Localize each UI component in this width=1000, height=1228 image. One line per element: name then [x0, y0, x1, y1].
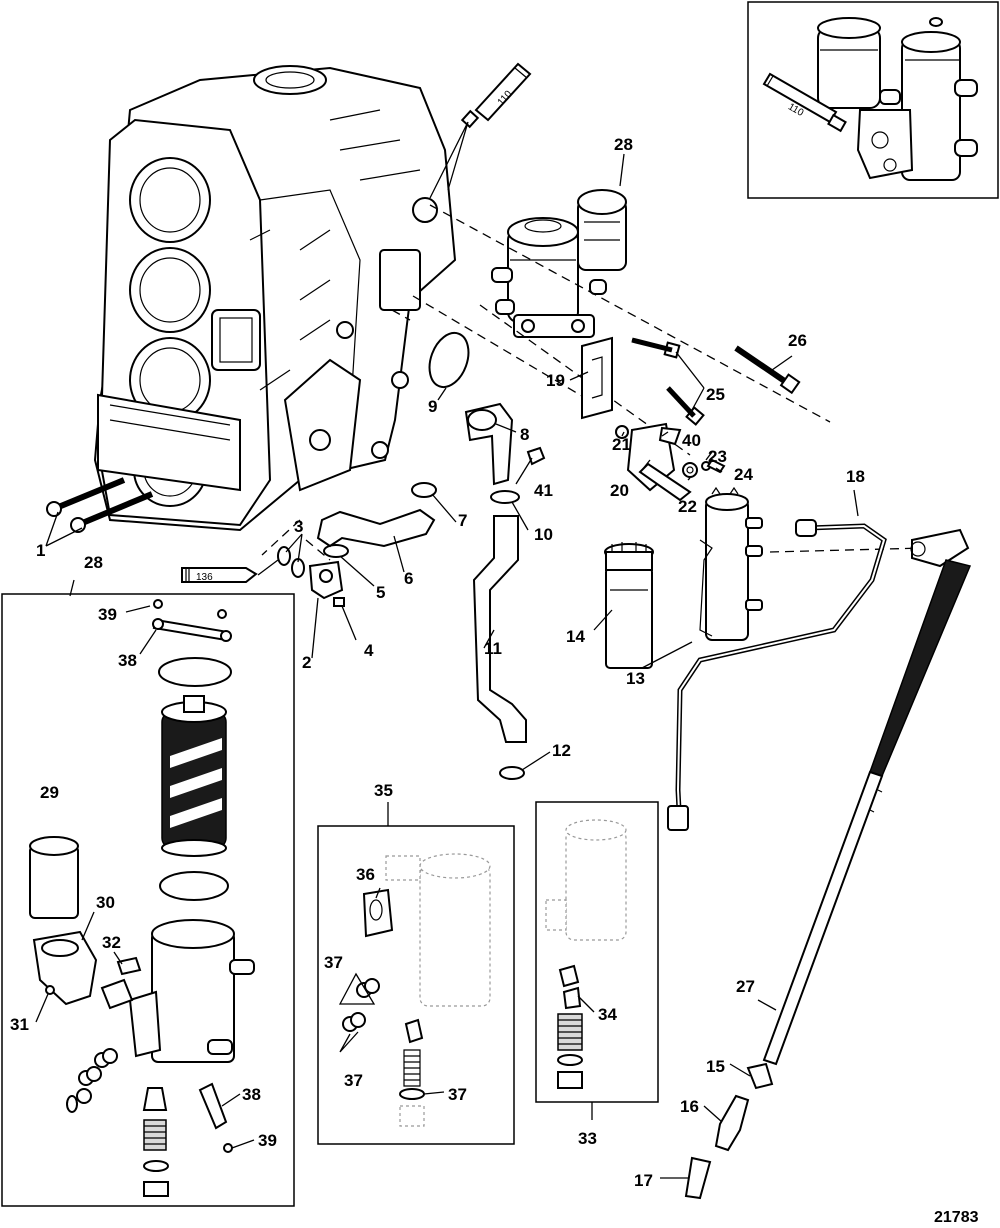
callout-31: 31 [10, 1015, 29, 1034]
filter-housing-13 [699, 486, 763, 641]
callout-21: 21 [612, 435, 631, 454]
filter-element-14 [604, 542, 654, 669]
service-kit-35 [338, 853, 491, 1127]
fittings-15-16-17 [684, 1062, 774, 1200]
callout-10: 10 [534, 525, 553, 544]
callout-36: 36 [356, 865, 375, 884]
callout-38-bottom: 38 [242, 1085, 261, 1104]
callout-18: 18 [846, 467, 865, 486]
callout-40: 40 [682, 431, 701, 450]
callout-6: 6 [404, 569, 413, 588]
bolts-25 [631, 337, 705, 426]
callout-39-top: 39 [98, 605, 117, 624]
callout-12: 12 [552, 741, 571, 760]
callout-28-top: 28 [614, 135, 633, 154]
callout-38-top: 38 [118, 651, 137, 670]
callout-33: 33 [578, 1129, 597, 1148]
inset-filter-detail: 110 [747, 1, 999, 199]
bolts-1 [46, 477, 154, 533]
elbow-fitting-8 [428, 331, 546, 486]
fuel-line-18 [667, 519, 887, 831]
fitting-2 [277, 546, 345, 607]
bracket-19 [581, 336, 613, 420]
callout-37-right: 37 [448, 1085, 467, 1104]
callout-26: 26 [788, 331, 807, 350]
callout-34: 34 [598, 1005, 617, 1024]
callout-13: 13 [626, 669, 645, 688]
bolt-26 [734, 345, 801, 395]
service-kit-box-33 [535, 801, 659, 1103]
callout-41: 41 [534, 481, 553, 500]
tube-label-136: 136 [196, 572, 213, 583]
callout-17: 17 [634, 1171, 653, 1190]
callout-3: 3 [294, 517, 303, 536]
fuel-filter-assembly-28 [491, 189, 627, 338]
callout-23: 23 [708, 447, 727, 466]
callout-11: 11 [484, 639, 502, 658]
callout-4: 4 [364, 641, 374, 660]
callout-numbers: 1 2 3 4 5 6 7 8 9 10 11 12 13 14 15 16 1… [10, 135, 979, 1226]
callout-27: 27 [736, 977, 755, 996]
callout-30: 30 [96, 893, 115, 912]
mount-bracket-20 [615, 422, 726, 502]
callout-24: 24 [734, 465, 753, 484]
drawing-number: 21783 [934, 1209, 979, 1226]
callout-14: 14 [566, 627, 585, 646]
cylinder-block [93, 65, 457, 532]
callout-9: 9 [428, 397, 437, 416]
leader-lines [35, 153, 859, 1179]
fuel-hose-11 [472, 490, 527, 780]
exploded-filter-assembly-box [1, 593, 295, 1207]
callout-19: 19 [546, 371, 565, 390]
callout-29: 29 [40, 783, 59, 802]
callout-37-upper: 37 [324, 953, 343, 972]
service-kit-box-35 [317, 825, 515, 1145]
callout-8: 8 [520, 425, 529, 444]
callout-39-bottom: 39 [258, 1131, 277, 1150]
long-hose-27 [762, 528, 972, 1066]
callout-15: 15 [706, 1057, 725, 1076]
callout-16: 16 [680, 1097, 699, 1116]
callout-5: 5 [376, 583, 385, 602]
callout-2: 2 [302, 653, 311, 672]
sealant-tube-136: 136 [181, 559, 279, 583]
callout-22: 22 [678, 497, 697, 516]
service-kit-33 [545, 819, 627, 1089]
callout-37-lower: 37 [344, 1071, 363, 1090]
callout-32: 32 [102, 933, 121, 952]
water-hose-6 [316, 482, 437, 558]
callout-20: 20 [610, 481, 629, 500]
exploded-filter-assembly [29, 599, 255, 1197]
callout-25: 25 [706, 385, 725, 404]
callout-1: 1 [36, 541, 45, 560]
callout-35: 35 [374, 781, 393, 800]
callout-28-left: 28 [84, 553, 103, 572]
callout-7: 7 [458, 511, 467, 530]
